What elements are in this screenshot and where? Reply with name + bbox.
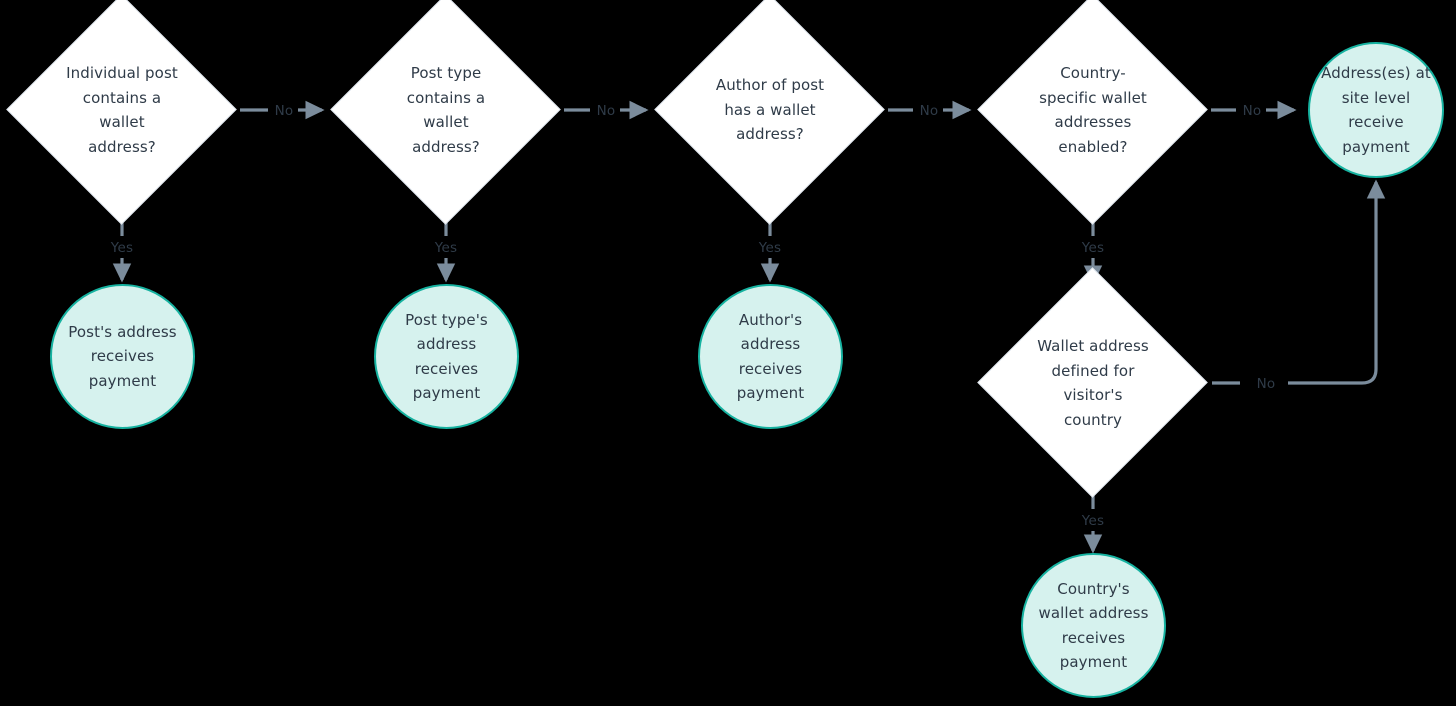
decision-individual-post[interactable]: Individual post contains a wallet addres… (6, 0, 237, 225)
decision-author-of-post-label: Author of post has a wallet address? (715, 76, 825, 144)
edge-label-no-4: No (1239, 103, 1265, 119)
edge-label-yes-3: Yes (755, 240, 785, 256)
decision-post-type-label: Post type contains a wallet address? (406, 64, 486, 156)
decision-author-of-post[interactable]: Author of post has a wallet address? (654, 0, 885, 225)
terminal-post-type-address[interactable]: Post type's address receives payment (374, 284, 519, 429)
decision-individual-post-label: Individual post contains a wallet addres… (66, 64, 178, 156)
edge-label-yes-2: Yes (431, 240, 461, 256)
edge-label-no-3: No (916, 103, 942, 119)
edge-label-no-1: No (271, 103, 297, 119)
edge-label-yes-5: Yes (1078, 513, 1108, 529)
decision-visitor-country[interactable]: Wallet address defined for visitor's cou… (977, 267, 1208, 498)
decision-country-specific-label: Country- specific wallet addresses enabl… (1039, 64, 1147, 156)
edge-label-yes-4: Yes (1078, 240, 1108, 256)
edge-label-yes-1: Yes (107, 240, 137, 256)
edge-label-no-2: No (593, 103, 619, 119)
decision-post-type[interactable]: Post type contains a wallet address? (330, 0, 561, 225)
decision-visitor-country-label: Wallet address defined for visitor's cou… (1037, 337, 1149, 429)
terminal-author-address[interactable]: Author's address receives payment (698, 284, 843, 429)
terminal-post-address[interactable]: Post's address receives payment (50, 284, 195, 429)
edge-no-5-elbow (1288, 179, 1386, 385)
terminal-site-level-address[interactable]: Address(es) at site level receive paymen… (1308, 42, 1444, 178)
decision-country-specific[interactable]: Country- specific wallet addresses enabl… (977, 0, 1208, 225)
terminal-country-address[interactable]: Country's wallet address receives paymen… (1021, 553, 1166, 698)
edge-label-no-5: No (1253, 376, 1279, 392)
